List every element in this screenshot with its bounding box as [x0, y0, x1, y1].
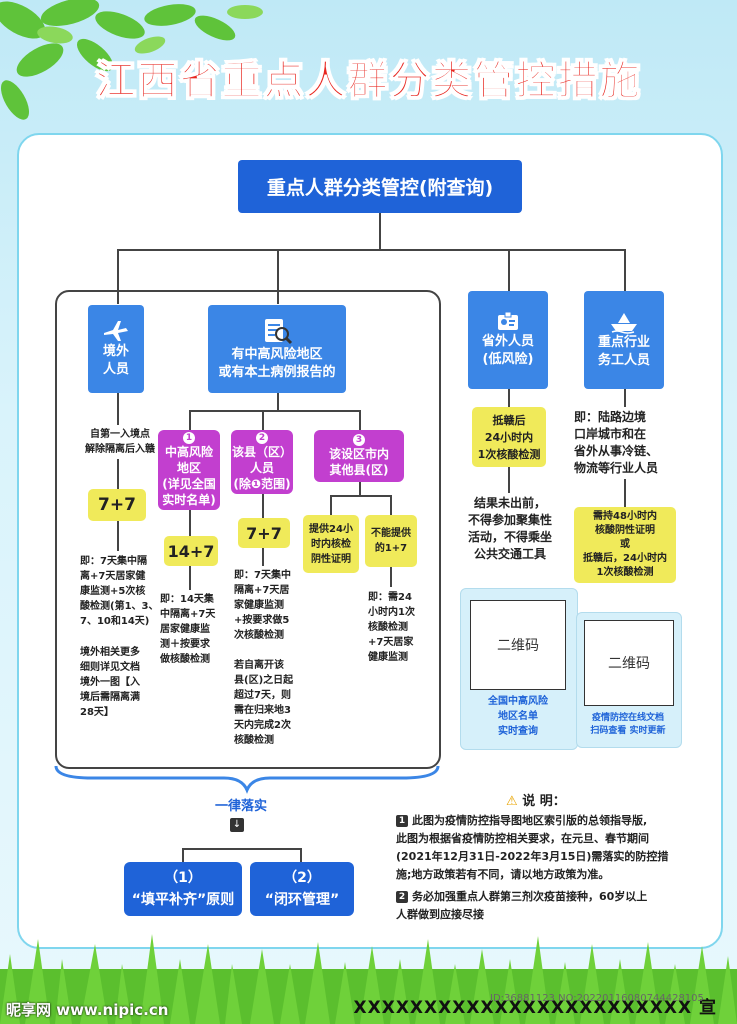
- connector: [508, 249, 510, 291]
- top-box: 重点人群分类管控(附查询): [238, 160, 522, 213]
- warning-icon: ⚠: [506, 794, 518, 809]
- connector: [379, 213, 381, 250]
- watermark-id: ID:36881123 NO:20220116080744428105: [490, 993, 704, 1004]
- note-number-2-icon: 2: [396, 891, 408, 903]
- connector: [508, 467, 510, 493]
- s3-detail: 即：需24 小时内1次 核酸检测 +7天居家 健康监测: [368, 592, 415, 663]
- s3-option-b: 不能提供 的1+7: [365, 515, 417, 567]
- connector: [277, 249, 279, 304]
- leaves-decoration: [0, 0, 263, 120]
- qr-caption-2: 疫情防控在线文档 扫码查看 实时更新: [590, 713, 666, 736]
- overseas-badge: 7+7: [88, 489, 146, 521]
- s2-more: 若自离开该 县(区)之日起 超过7天，则 需在归来地3 天内完成2次 核酸检测: [234, 660, 294, 746]
- key-industry-label-1: 重点行业: [597, 335, 650, 350]
- risk-area-label-1: 有中高风险地区: [231, 347, 323, 362]
- overseas-entry-text: 自第一入境点 解除隔离后入赣: [85, 429, 155, 455]
- connector: [277, 393, 279, 411]
- connector: [117, 459, 119, 489]
- inner-frame: [55, 290, 441, 769]
- risk-area-card: 有中高风险地区 或有本土病例报告的: [208, 305, 346, 393]
- principle-button-1[interactable]: （1） “填平补齐”原则: [124, 862, 242, 916]
- paper-boat-icon: [611, 313, 637, 334]
- s1-detail: 即：14天集 中隔离+7天 居家健康监 测＋按要求 做核酸检测: [160, 594, 216, 665]
- connector: [189, 410, 191, 430]
- connector: [624, 249, 626, 291]
- sub-number-1: 1: [183, 432, 195, 444]
- s3-option-a: 提供24小 时内核检 阴性证明: [303, 515, 359, 573]
- connector: [117, 249, 119, 304]
- connector: [300, 848, 302, 862]
- qr-code-1[interactable]: 二维码: [470, 600, 566, 690]
- id-card-icon: [498, 311, 518, 330]
- page-title: 江西省重点人群分类管控措施: [95, 58, 642, 105]
- qr-code-2[interactable]: 二维码: [584, 620, 674, 706]
- sub-high-risk-area: 1 中高风险 地区 (详见全国 实时名单): [158, 430, 220, 510]
- sub-number-2: 2: [256, 432, 268, 444]
- connector: [262, 410, 264, 430]
- connector: [359, 410, 361, 430]
- outside-province-label-2: (低风险): [482, 352, 534, 367]
- connector: [117, 249, 625, 251]
- note-title: ⚠ 说 明：: [506, 794, 566, 809]
- connector: [189, 410, 361, 412]
- overseas-card: 境外 人员: [88, 305, 144, 393]
- connector: [189, 566, 191, 590]
- overseas-detail: 即：7天集中隔 离+7天居家健 康监测+5次核 酸检测(第1、3、 7、10和1…: [80, 556, 159, 627]
- connector: [359, 482, 361, 496]
- connector: [390, 495, 392, 515]
- overseas-label-2: 人员: [102, 362, 129, 377]
- down-arrow-icon: ↓: [230, 818, 244, 832]
- key-industry-label-2: 务工人员: [597, 353, 650, 368]
- grass-decoration: [0, 934, 737, 1024]
- s2-badge: 7+7: [238, 518, 290, 548]
- overseas-more: 境外相关更多 细则详见文档 境外一图【入 境后需隔离满 28天】: [80, 647, 140, 718]
- connector: [330, 495, 392, 497]
- province-text: 结果未出前， 不得参加聚集性 活动，不得乘坐 公共交通工具: [467, 496, 552, 561]
- sub-other-county: 3 该设区市内 其他县(区): [314, 430, 404, 482]
- key-industry-card: 重点行业 务工人员: [584, 291, 664, 389]
- connector: [390, 567, 392, 587]
- province-badge: 抵赣后 24小时内 1次核酸检测: [472, 407, 546, 467]
- airplane-icon: [104, 321, 128, 341]
- scan-document-icon: [265, 319, 293, 345]
- industry-badge: 需持48小时内 核酸阴性证明 或 抵赣后，24小时内 1次核酸检测: [574, 507, 676, 583]
- overseas-label-1: 境外: [102, 344, 129, 359]
- sub-same-county: 2 该县（区） 人员 (除❶范围): [231, 430, 293, 494]
- industry-text: 即：陆路边境 口岸城市和在 省外从事冷链、 物流等行业人员: [574, 410, 659, 475]
- outside-province-card: 省外人员 (低风险): [468, 291, 548, 389]
- connector: [624, 389, 626, 407]
- connector: [189, 510, 191, 536]
- footer-text: XXXXXXXXXXXXXXXXXXXXXXXX 宣: [353, 998, 717, 1018]
- connector: [330, 495, 332, 515]
- s1-badge: 14+7: [164, 536, 218, 566]
- note-number-1-icon: 1: [396, 815, 408, 827]
- qr-caption-1: 全国中高风险 地区名单 实时查询: [488, 696, 548, 737]
- principle-button-2[interactable]: （2） “闭环管理”: [250, 862, 354, 916]
- connector: [262, 548, 264, 566]
- connector: [508, 389, 510, 407]
- risk-area-label-2: 或有本土病例报告的: [218, 365, 336, 380]
- sub-number-3: 3: [353, 434, 365, 446]
- implement-label: 一律落实: [214, 799, 267, 814]
- s2-detail: 即：7天集中 隔离+7天居 家健康监测 +按要求做5 次核酸检测: [234, 570, 291, 641]
- watermark: 昵享网 www.nipic.cn: [6, 1001, 169, 1019]
- connector: [117, 393, 119, 425]
- connector: [262, 494, 264, 518]
- connector: [182, 848, 302, 850]
- connector: [182, 848, 184, 862]
- outside-province-label-1: 省外人员: [481, 334, 534, 349]
- brace: [54, 765, 440, 794]
- connector: [624, 479, 626, 507]
- connector: [117, 521, 119, 551]
